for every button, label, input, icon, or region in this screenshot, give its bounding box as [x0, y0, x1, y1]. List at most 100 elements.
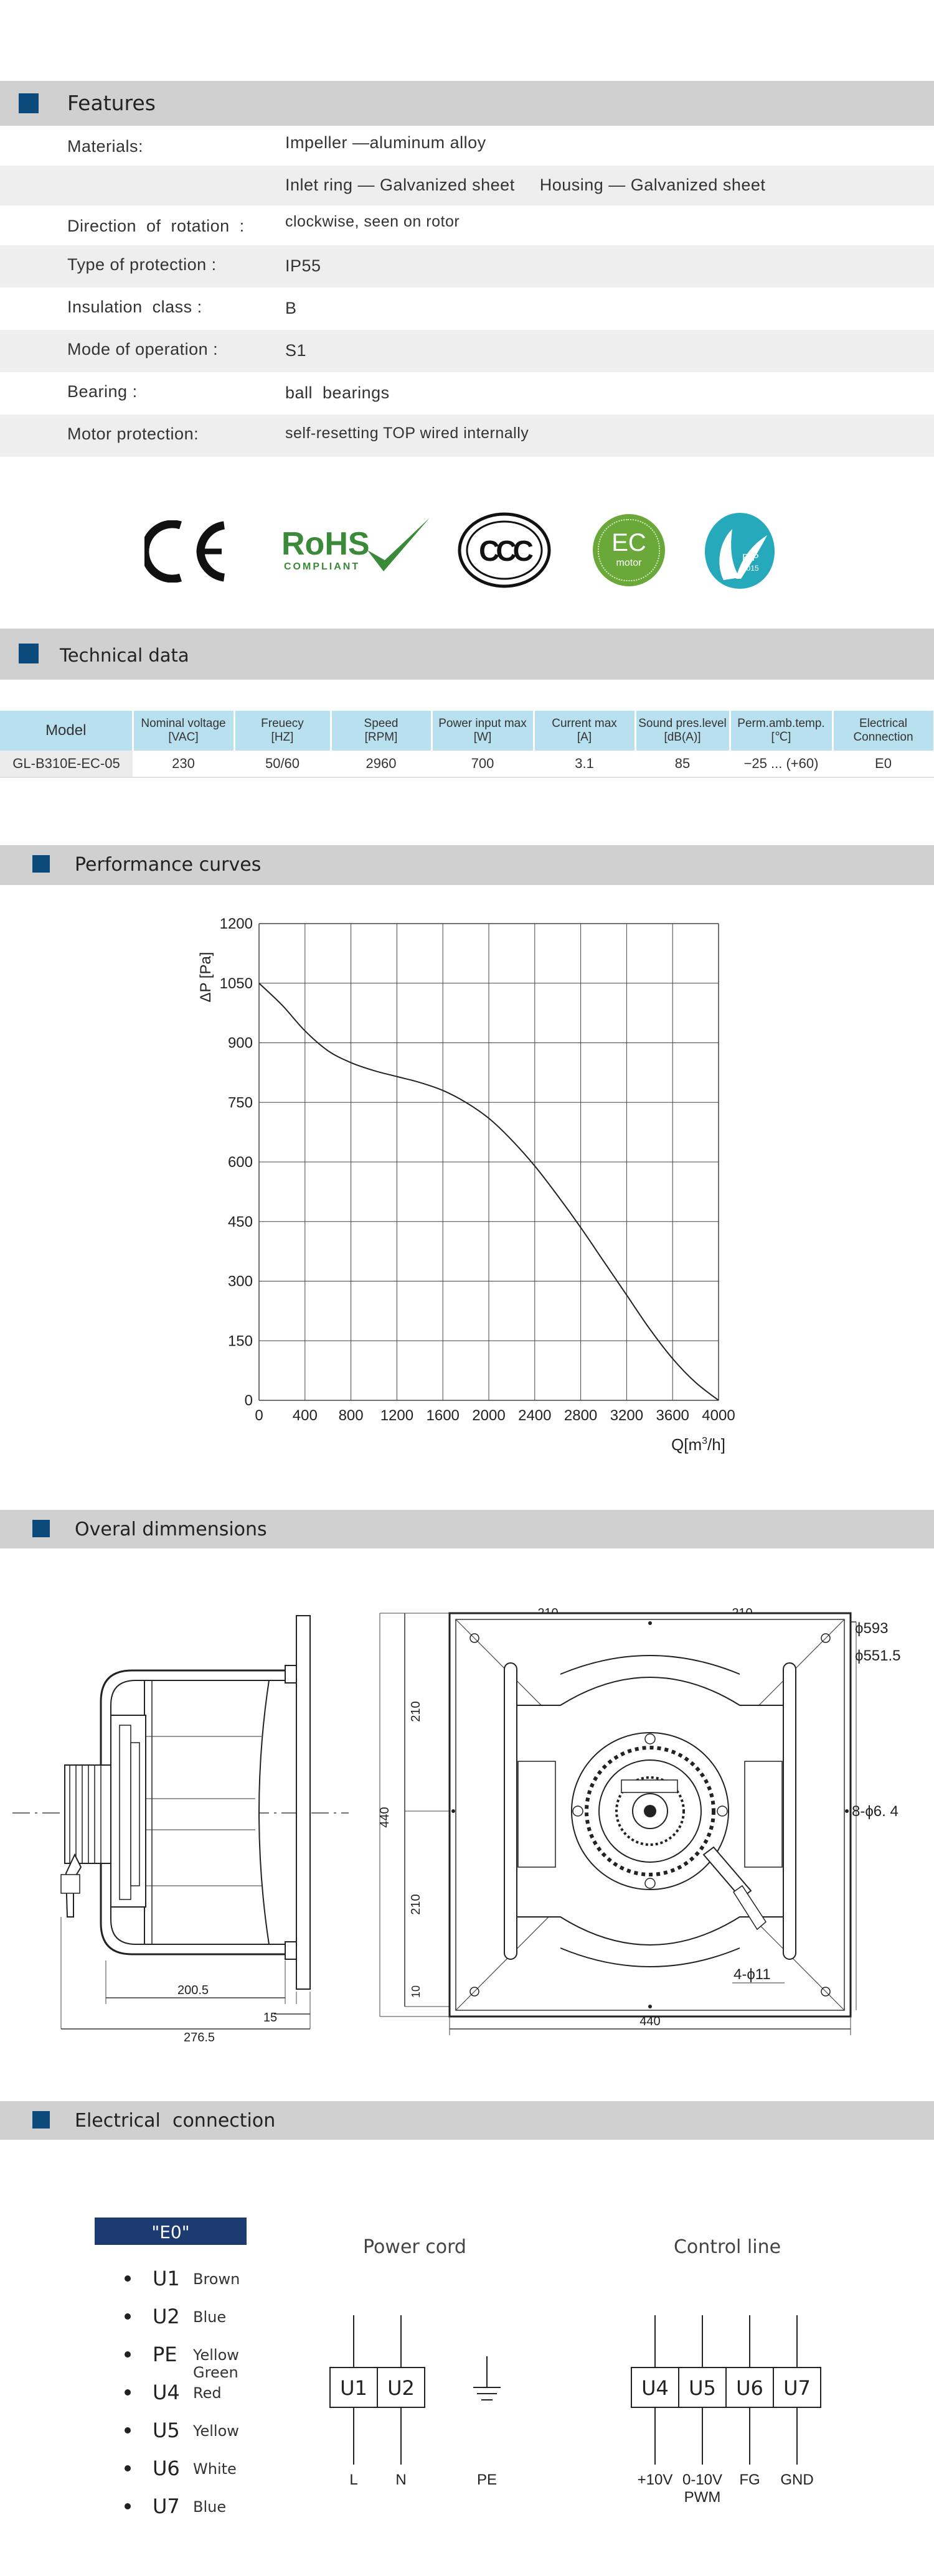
power-label-l: L [349, 2471, 357, 2488]
x-tick-label: 800 [339, 1407, 364, 1424]
section-marker-icon [19, 93, 39, 113]
header-power: Power input max[W] [432, 711, 535, 751]
ec-motor-text: motor [616, 558, 642, 568]
connection-badge-text: "E0" [151, 2222, 190, 2242]
control-label-10v: +10V [638, 2471, 673, 2488]
terminal-u5 [678, 2367, 727, 2408]
x-tick-label: 2400 [518, 1407, 551, 1424]
feature-value: Impeller —aluminum alloy [285, 133, 486, 152]
ce-mark-icon [141, 520, 232, 583]
y-tick-label: 600 [228, 1154, 253, 1171]
terminal-u6 [725, 2367, 774, 2408]
control-line-title: Control line [674, 2236, 781, 2258]
feature-label: Insulation class : [67, 297, 202, 316]
power-cord-title: Power cord [363, 2236, 466, 2258]
dim-side-276: 276.5 [184, 2031, 215, 2044]
cell-frequency: 50/60 [234, 751, 331, 778]
cell-speed: 2960 [331, 751, 432, 778]
feature-value: Inlet ring — Galvanized sheet Housing — … [285, 176, 766, 194]
dim-side-200: 200.5 [177, 1984, 209, 1997]
connection-badge: "E0" [95, 2218, 247, 2245]
cell-current: 3.1 [534, 751, 635, 778]
ccc-text: CCC [479, 535, 534, 567]
feature-row-materials: Materials: Impeller —aluminum alloy [0, 126, 934, 166]
feature-label: Type of protection : [67, 255, 217, 274]
power-label-n: N [395, 2471, 406, 2488]
ground-icon [473, 2356, 501, 2400]
terminal-u4-label: U4 [641, 2376, 669, 2400]
terminal-u1-label: U1 [340, 2376, 367, 2400]
x-tick-label: 0 [255, 1407, 263, 1424]
ccc-mark-icon: CCC [457, 512, 552, 589]
front-view-drawing: 210 210 ϕ593 ϕ551.5 210 440 210 10 [374, 1581, 934, 2054]
dim-holes-bottom: 4-ϕ11 [734, 1966, 771, 1983]
terminal-u7 [773, 2367, 821, 2408]
pressure-curve [258, 983, 719, 1401]
feature-value: self-resetting TOP wired internally [285, 424, 529, 442]
feature-label: Direction of rotation : [67, 217, 245, 235]
dim-left-440: 440 [378, 1807, 392, 1827]
technical-header: Technical data [0, 629, 934, 680]
power-cord-diagram: Power cord U1 U2 L N PE [311, 2234, 548, 2521]
y-tick-label: 300 [228, 1273, 253, 1290]
header-voltage: Nominal voltage[VAC] [133, 711, 235, 751]
control-label-fg: FG [739, 2471, 760, 2488]
terminal-u2-label: U2 [387, 2376, 415, 2400]
feature-label: Bearing : [67, 382, 138, 401]
erp-2015-icon: ErP 2015 [702, 510, 777, 591]
side-view-drawing: 200.5 15 276.5 [0, 1593, 349, 2054]
dim-side-15: 15 [263, 2011, 277, 2025]
terminal-u7-label: U7 [783, 2376, 811, 2400]
features-title: Features [67, 91, 156, 115]
y-axis-label: ΔP [Pa] [197, 952, 214, 1003]
performance-title: Performance curves [75, 854, 262, 876]
section-marker-icon [32, 1520, 50, 1537]
header-current: Current max[A] [534, 711, 636, 751]
terminal-u4 [631, 2367, 679, 2408]
header-sound: Sound pres.level[dB(A)] [635, 711, 731, 751]
feature-value: IP55 [285, 256, 321, 275]
y-tick-label: 150 [228, 1332, 253, 1349]
x-tick-label: 1200 [380, 1407, 413, 1424]
section-marker-icon [19, 644, 39, 663]
x-tick-label: 2000 [472, 1407, 505, 1424]
header-model: Model [0, 711, 134, 751]
dim-left-10: 10 [410, 1985, 422, 1998]
header-frequency: Freuecy[HZ] [234, 711, 332, 751]
dim-holes-right: 8-ϕ6. 4 [852, 1803, 899, 1820]
power-label-pe: PE [477, 2471, 497, 2488]
dim-left-210-lower: 210 [409, 1894, 423, 1914]
ec-motor-icon: EC motor [593, 514, 665, 586]
feature-label: Materials: [67, 137, 144, 156]
cell-sound: 85 [635, 751, 730, 778]
dim-phi-551: ϕ551.5 [855, 1647, 901, 1664]
performance-header: Performance curves [0, 845, 934, 885]
erp-year-text: 2015 [742, 564, 759, 573]
dim-bottom-440: 440 [639, 2015, 660, 2028]
rohs-compliant-text: COMPLIANT [284, 561, 361, 572]
y-tick-label: 1200 [220, 916, 253, 932]
feature-label: Mode of operation : [67, 340, 219, 358]
feature-row-rotation: Direction of rotation : clockwise, seen … [0, 205, 934, 245]
control-line-diagram: Control line U4 U5 U6 U7 +10V 0-10V PWM … [610, 2234, 859, 2521]
feature-row-insulation: Insulation class : B [0, 288, 934, 330]
feature-row-housing: Inlet ring — Galvanized sheet Housing — … [0, 166, 934, 205]
dim-left-210-upper: 210 [409, 1701, 423, 1721]
x-tick-label: 1600 [427, 1407, 460, 1424]
y-tick-label: 450 [228, 1214, 253, 1230]
x-tick-label: 4000 [702, 1407, 735, 1424]
feature-label: Motor protection: [67, 424, 199, 443]
terminal-u6-label: U6 [736, 2376, 763, 2400]
feature-row-protection: Type of protection : IP55 [0, 245, 934, 288]
terminal-u1 [329, 2367, 378, 2408]
x-tick-label: 2800 [564, 1407, 597, 1424]
feature-row-operation: Mode of operation : S1 [0, 330, 934, 372]
technical-title: Technical data [60, 645, 189, 666]
feature-value: B [285, 299, 297, 317]
feature-value: ball bearings [285, 383, 390, 402]
control-label-pwm: PWM [684, 2489, 721, 2506]
y-tick-label: 0 [245, 1392, 253, 1409]
